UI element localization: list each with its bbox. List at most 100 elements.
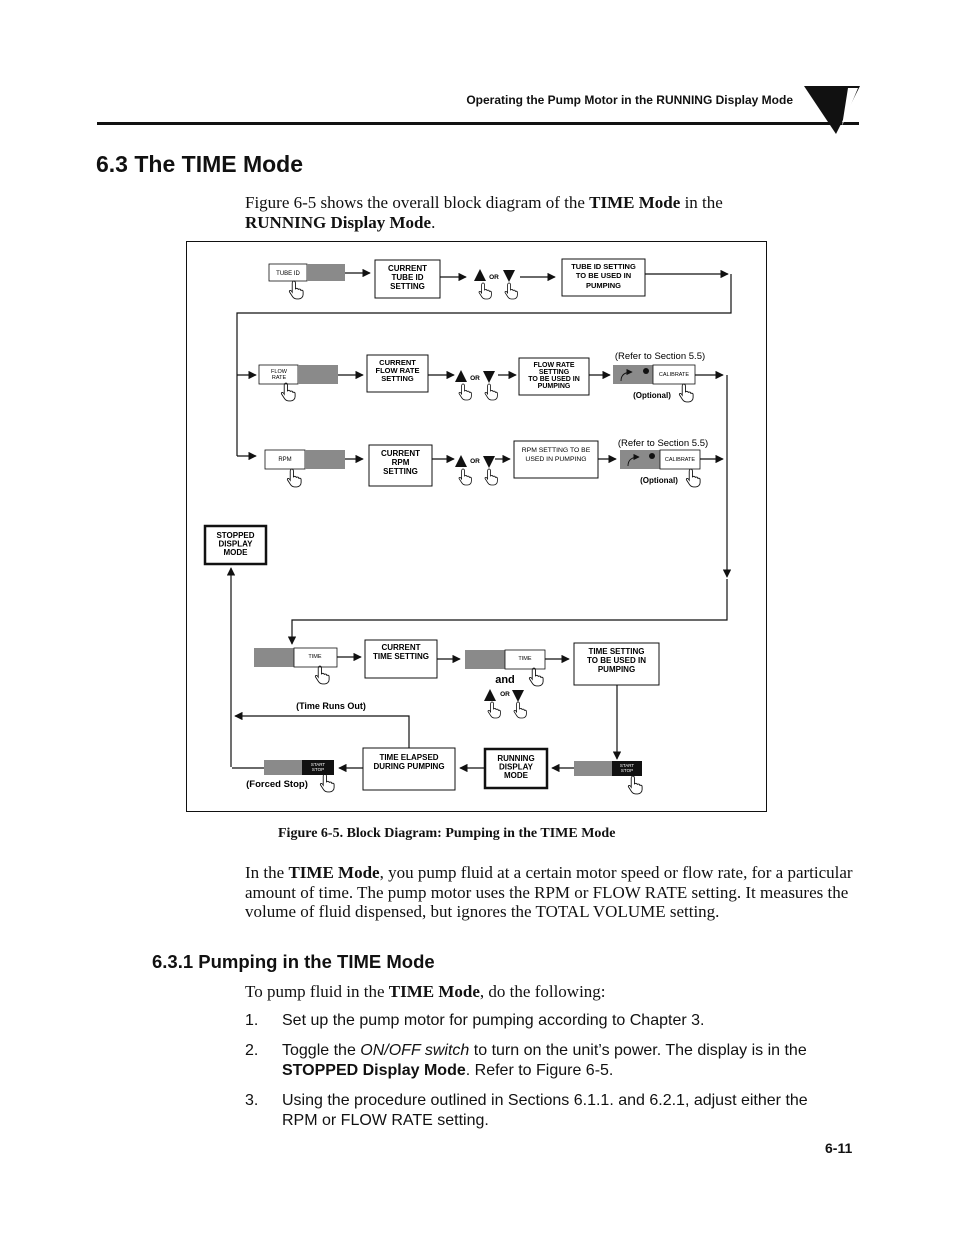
current-tube-id-line1: CURRENT	[388, 264, 427, 273]
hand-press-icon	[319, 773, 335, 793]
svg-text:RPM: RPM	[392, 458, 410, 467]
step-text: Using the procedure outlined in Sections…	[282, 1092, 808, 1129]
svg-text:TIME: TIME	[308, 654, 321, 660]
svg-text:OR: OR	[470, 458, 480, 465]
svg-text:STOPPED: STOPPED	[216, 531, 254, 540]
svg-text:START: START	[620, 763, 635, 768]
and-label: and	[495, 674, 515, 686]
hand-press-icon	[280, 382, 296, 402]
svg-text:TIME ELAPSED: TIME ELAPSED	[379, 753, 438, 762]
svg-text:OR: OR	[470, 375, 480, 382]
svg-text:STOP: STOP	[312, 767, 324, 772]
running-display-mode-box: RUNNING DISPLAY MODE	[483, 747, 549, 790]
hand-press-icon	[504, 282, 518, 300]
svg-text:TO BE USED IN: TO BE USED IN	[587, 656, 646, 665]
down-arrow-icon	[512, 690, 524, 702]
loop-connector	[236, 274, 732, 456]
rpm-key: RPM	[264, 449, 345, 470]
svg-text:CURRENT: CURRENT	[379, 358, 416, 367]
svg-text:FLOW: FLOW	[271, 369, 288, 375]
tube-id-key-label: TUBE ID	[276, 271, 300, 277]
up-arrow-icon	[474, 269, 486, 281]
up-arrow-icon	[455, 455, 467, 467]
svg-text:SETTING: SETTING	[539, 369, 570, 376]
hand-press-icon	[685, 468, 701, 488]
flow-rate-setting-box: FLOW RATE SETTING TO BE USED IN PUMPING	[518, 357, 590, 396]
hand-press-icon	[487, 701, 501, 719]
current-rpm-box: CURRENT RPM SETTING	[368, 444, 433, 487]
optional-label-1: (Optional)	[633, 391, 671, 400]
step-number: 1.	[245, 1012, 259, 1029]
svg-text:MODE: MODE	[504, 771, 529, 780]
down-arrow-icon	[503, 270, 515, 282]
step-text: Toggle the ON/OFF switch to turn on the …	[282, 1042, 807, 1079]
step-text: Set up the pump motor for pumping accord…	[282, 1012, 705, 1029]
hand-press-icon	[314, 665, 330, 685]
step-number: 2.	[245, 1042, 259, 1059]
down-arrow-icon	[483, 456, 495, 468]
svg-text:MODE: MODE	[224, 548, 249, 557]
start-stop-key-right: START STOP	[574, 761, 642, 776]
svg-text:TIME SETTING: TIME SETTING	[589, 647, 645, 656]
step-number: 3.	[245, 1092, 259, 1109]
time-elapsed-box: TIME ELAPSED DURING PUMPING	[362, 747, 456, 791]
running-header: Operating the Pump Motor in the RUNNING …	[466, 93, 793, 107]
intro-paragraph: Figure 6-5 shows the overall block diagr…	[245, 193, 723, 232]
calibrate-key-1: CALIBRATE	[613, 364, 696, 385]
svg-text:FLOW RATE: FLOW RATE	[533, 362, 574, 369]
block-diagram: TUBE ID CURRENT TUBE ID SETTING OR TUBE …	[203, 258, 732, 795]
svg-text:DISPLAY: DISPLAY	[499, 763, 534, 772]
svg-text:TO BE USED IN: TO BE USED IN	[528, 376, 580, 383]
svg-text:DISPLAY: DISPLAY	[219, 540, 254, 549]
svg-text:CALIBRATE: CALIBRATE	[665, 457, 695, 463]
svg-text:PUMPING: PUMPING	[598, 665, 635, 674]
stopped-display-mode-box: STOPPED DISPLAY MODE	[203, 524, 268, 566]
header-triangle-icon	[804, 86, 860, 134]
page-number: 6-11	[825, 1140, 853, 1156]
svg-text:TIME: TIME	[518, 656, 531, 662]
hand-press-icon	[678, 383, 694, 403]
svg-text:START: START	[311, 762, 326, 767]
svg-text:PUMPING: PUMPING	[538, 383, 571, 390]
svg-text:RUNNING: RUNNING	[497, 754, 534, 763]
up-arrow-icon	[484, 689, 496, 701]
current-tube-id-line2: TUBE ID	[392, 273, 424, 282]
rpm-setting-box: RPM SETTING TO BE USED IN PUMPING	[513, 440, 599, 479]
svg-text:TUBE ID SETTING: TUBE ID SETTING	[571, 262, 636, 271]
svg-text:CURRENT: CURRENT	[381, 449, 420, 458]
calibrate-key-2: CALIBRATE	[620, 449, 701, 470]
hand-press-icon	[513, 701, 527, 719]
optional-label-2: (Optional)	[640, 476, 678, 485]
current-tube-id-line3: SETTING	[390, 282, 425, 291]
refer-note-1: (Refer to Section 5.5)	[615, 351, 705, 362]
hand-press-icon	[627, 775, 643, 795]
hand-press-icon	[478, 282, 492, 300]
body-paragraph: In the TIME Mode, you pump fluid at a ce…	[245, 863, 853, 921]
time-setting-box: TIME SETTING TO BE USED IN PUMPING	[573, 642, 660, 686]
down-arrow-icon	[483, 371, 495, 383]
step-1: 1. Set up the pump motor for pumping acc…	[245, 1011, 845, 1033]
hand-press-icon	[286, 468, 302, 488]
step-2: 2. Toggle the ON/OFF switch to turn on t…	[245, 1041, 845, 1085]
svg-text:FLOW RATE: FLOW RATE	[375, 366, 419, 375]
current-time-box: CURRENT TIME SETTING	[364, 639, 438, 679]
header-rule	[97, 122, 859, 125]
time-key-1: TIME	[254, 647, 338, 668]
refer-note-2: (Refer to Section 5.5)	[618, 438, 708, 449]
hand-press-icon	[484, 468, 498, 486]
svg-text:TO BE USED IN: TO BE USED IN	[576, 271, 631, 280]
svg-text:OR: OR	[500, 691, 510, 698]
svg-text:STOP: STOP	[621, 768, 633, 773]
svg-text:USED IN PUMPING: USED IN PUMPING	[525, 456, 586, 463]
svg-text:RATE: RATE	[272, 375, 287, 381]
start-stop-key-left: START STOP	[264, 760, 334, 775]
forced-stop-label: (Forced Stop)	[246, 779, 308, 790]
hand-press-icon	[484, 383, 498, 401]
tube-id-key: TUBE ID	[268, 263, 345, 282]
hand-press-icon	[288, 280, 304, 300]
hand-press-icon	[458, 383, 472, 401]
current-flow-rate-box: CURRENT FLOW RATE SETTING	[366, 354, 429, 393]
step-3: 3. Using the procedure outlined in Secti…	[245, 1091, 845, 1135]
procedure-intro: To pump fluid in the TIME Mode, do the f…	[245, 982, 606, 1001]
svg-text:CURRENT: CURRENT	[381, 643, 420, 652]
